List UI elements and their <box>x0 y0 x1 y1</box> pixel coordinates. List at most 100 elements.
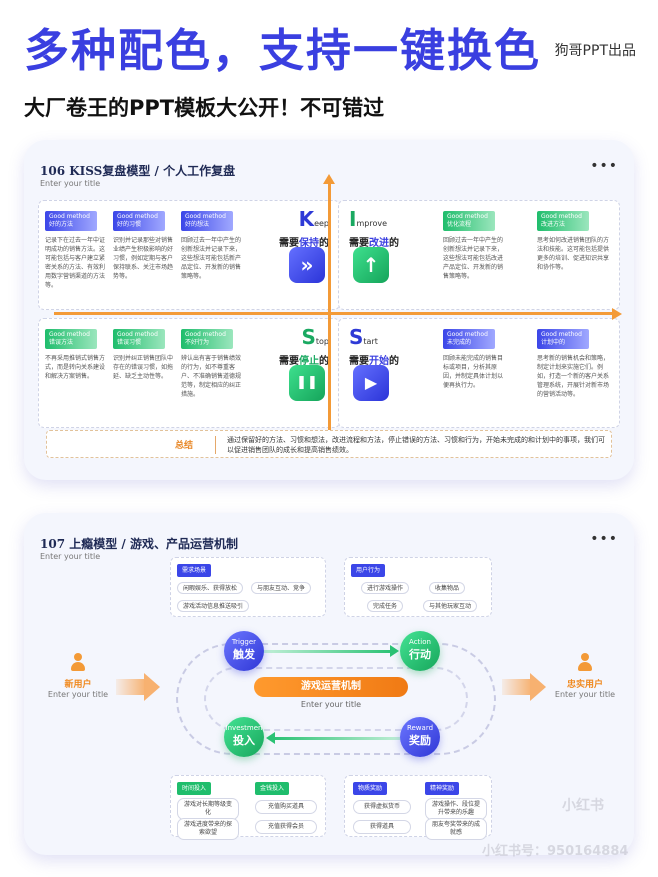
right-arrow-head <box>530 673 546 701</box>
subhead: 大厂卷王的PPT模板大公开！不可错过 <box>24 96 385 120</box>
node-cn-label: 行动 <box>409 648 431 661</box>
material-item: 获得道具 <box>353 820 411 834</box>
reward-to-invest-arrow <box>274 737 408 740</box>
material-item: 获得虚拟货币 <box>353 800 411 814</box>
loyal-user-title: 忠实用户 <box>566 680 603 690</box>
vertical-axis <box>328 182 331 432</box>
improve-title-pre: 需要 <box>349 238 369 249</box>
start-letter: S <box>349 325 364 349</box>
play-icon: ▶ <box>353 365 389 401</box>
pause-icon: ❚❚ <box>289 365 325 401</box>
stop-col-2: Good method 错误习惯 识别并纠正销售团队中存在的错误习惯，如拖延、缺… <box>113 329 177 381</box>
behavior-item: 收集物品 <box>429 582 466 594</box>
action-node[interactable]: Action 行动 <box>400 631 440 671</box>
left-arrow-head <box>144 673 160 701</box>
improve-title-post: 的 <box>389 238 399 249</box>
left-arrow-body <box>116 679 146 695</box>
hook-model-slide-card[interactable]: 107 上瘾模型 / 游戏、产品运营机制 Enter your title ••… <box>24 513 634 855</box>
keep-heading: Keep 需要保持的 <box>251 207 329 250</box>
node-en-label: Trigger <box>231 638 257 646</box>
new-user-subtitle: Enter your title <box>47 690 109 699</box>
more-menu-icon[interactable]: ••• <box>590 531 618 547</box>
center-mechanism-pill[interactable]: 游戏运营机制 <box>254 677 408 697</box>
keep-title-post: 的 <box>319 238 329 249</box>
needs-box: 需求场景 闲暇娱乐、获得放松 与朋友互动、竞争 游戏活动信息推送吸引 <box>170 557 326 617</box>
investment-box: 时间投入 游戏对长期等级变化 游戏进度带来的探索欲望 金钱投入 充值购买道具 充… <box>170 775 326 840</box>
node-en-label: Investmen <box>225 724 263 732</box>
node-en-label: Action <box>409 638 431 646</box>
method-text: 思考如何改进销售团队的方法和技能。这可能包括提供更多的培训、促进知识共享和协作等… <box>537 237 610 271</box>
improve-word: mprove <box>356 219 387 228</box>
method-text: 思考新的销售机会和策略，制定计划来实施它们。例如，打造一个新的客户关系管理系统，… <box>537 355 610 398</box>
start-title-post: 的 <box>389 356 399 367</box>
method-tag: Good method 未完成的 <box>443 329 495 349</box>
stop-title-post: 的 <box>319 356 329 367</box>
method-tag: Good method 优化流程 <box>443 211 495 231</box>
stop-col-3: Good method 不好行为 辨认出有害于销售绩效的行为，如不尊重客户、不准… <box>181 329 245 399</box>
spirit-tag: 精神奖励 <box>425 782 460 795</box>
method-tag: Good method 好的方法 <box>45 211 97 231</box>
method-text: 记录下在过去一年中证明成功的销售方法。这可能包括与客户建立紧密关系的方法、有效利… <box>45 237 106 289</box>
new-user-block: 新用户 Enter your title <box>38 653 118 699</box>
quadrant-start: Start 需要开始的 ▶ Good method 未完成的 回顾未能完成的销售… <box>338 318 620 428</box>
user-icon <box>578 653 592 673</box>
more-menu-icon[interactable]: ••• <box>590 158 618 174</box>
start-word: tart <box>363 337 378 346</box>
summary-divider <box>215 436 216 454</box>
watermark-id: 小红书号：9501648​84 <box>482 844 629 859</box>
loyal-user-block: 忠实用户 Enter your title <box>542 653 628 699</box>
behavior-tag: 用户行为 <box>351 564 386 577</box>
loyal-user-subtitle: Enter your title <box>554 690 616 699</box>
improve-col-1: Good method 优化流程 回顾过去一年中产生的创新想法并记录下来，这些想… <box>443 211 507 281</box>
horizontal-axis-arrowhead <box>612 308 622 320</box>
method-text: 辨认出有害于销售绩效的行为，如不尊重客户、不准确销售道德规范等，制定相应的纠正措… <box>181 355 242 398</box>
material-tag: 物质奖励 <box>353 782 388 795</box>
trigger-node[interactable]: Trigger 触发 <box>224 631 264 671</box>
reward-box: 物质奖励 获得虚拟货币 获得道具 精神奖励 游戏操作、段位提升带来的乐趣 朋友夸… <box>344 775 492 840</box>
watermark-logo: 小红书 <box>562 798 604 814</box>
keep-title-pre: 需要 <box>279 238 299 249</box>
node-en-label: Reward <box>406 724 434 732</box>
method-tag: Good method 计划中的 <box>537 329 589 349</box>
stop-title-hl: 停止 <box>299 356 319 367</box>
time-item: 游戏进度带来的探索欲望 <box>177 818 239 840</box>
kiss-slide-card[interactable]: 106 KISS复盘模型 / 个人工作复盘 Enter your title •… <box>24 140 634 480</box>
method-text: 识别并纠正销售团队中存在的错误习惯，如拖延、缺乏主动性等。 <box>113 355 174 380</box>
method-text: 回顾未能完成的销售目标或项目，分析其原因，并制定具体计划以便再执行力。 <box>443 355 504 389</box>
horizontal-axis <box>54 312 614 315</box>
start-col-1: Good method 未完成的 回顾未能完成的销售目标或项目，分析其原因，并制… <box>443 329 507 390</box>
stop-letter: S <box>301 325 316 349</box>
card-subtitle: Enter your title <box>40 552 101 561</box>
needs-item: 闲暇娱乐、获得放松 <box>177 582 244 594</box>
summary-label: 总结 <box>175 441 194 451</box>
improve-letter: I <box>349 207 357 231</box>
keep-col-3: Good method 好的想法 回顾过去一年中产生的创新想法并记录下来，这些想… <box>181 211 245 281</box>
start-title-pre: 需要 <box>349 356 369 367</box>
stop-heading: Stop 需要停止的 <box>251 325 329 368</box>
needs-item: 与朋友互动、竞争 <box>251 582 312 594</box>
start-title-hl: 开始 <box>369 356 389 367</box>
summary-box: 总结 通过保留好的方法、习惯和想法，改进流程和方法，停止错误的方法、习惯和行为，… <box>46 430 612 458</box>
trigger-to-action-arrow <box>258 650 392 653</box>
spirit-item: 朋友夸奖带来的成就感 <box>425 818 487 840</box>
invest-node[interactable]: Investmen 投入 <box>224 717 264 757</box>
card-title: 107 上瘾模型 / 游戏、产品运营机制 <box>40 537 238 551</box>
keep-col-1: Good method 好的方法 记录下在过去一年中证明成功的销售方法。这可能包… <box>45 211 109 290</box>
reward-node[interactable]: Reward 奖励 <box>400 717 440 757</box>
improve-title-hl: 改进 <box>369 238 389 249</box>
start-col-2: Good method 计划中的 思考新的销售机会和策略，制定计划来实施它们。例… <box>537 329 609 399</box>
user-icon <box>71 653 85 673</box>
quadrant-stop: Good method 错误方法 不再采用推销式销售方式，而是转向关系建设和解决… <box>38 318 340 428</box>
arrowhead-right <box>390 645 399 657</box>
new-user-title: 新用户 <box>64 680 92 690</box>
quadrant-keep: Good method 好的方法 记录下在过去一年中证明成功的销售方法。这可能包… <box>38 200 340 310</box>
keep-word: eep <box>314 219 329 228</box>
method-tag: Good method 好的想法 <box>181 211 233 231</box>
behavior-box: 用户行为 进行游戏操作 收集物品 完成任务 与其他玩家互动 <box>344 557 492 617</box>
needs-item: 游戏活动信息推送吸引 <box>177 600 250 612</box>
brand-label: 狗哥PPT出品 <box>554 43 636 59</box>
summary-text: 通过保留好的方法、习惯和想法，改进流程和方法，停止错误的方法、习惯和行为，开始未… <box>227 436 605 454</box>
time-item: 游戏对长期等级变化 <box>177 798 239 820</box>
method-tag: Good method 错误习惯 <box>113 329 165 349</box>
node-cn-label: 触发 <box>233 648 255 661</box>
